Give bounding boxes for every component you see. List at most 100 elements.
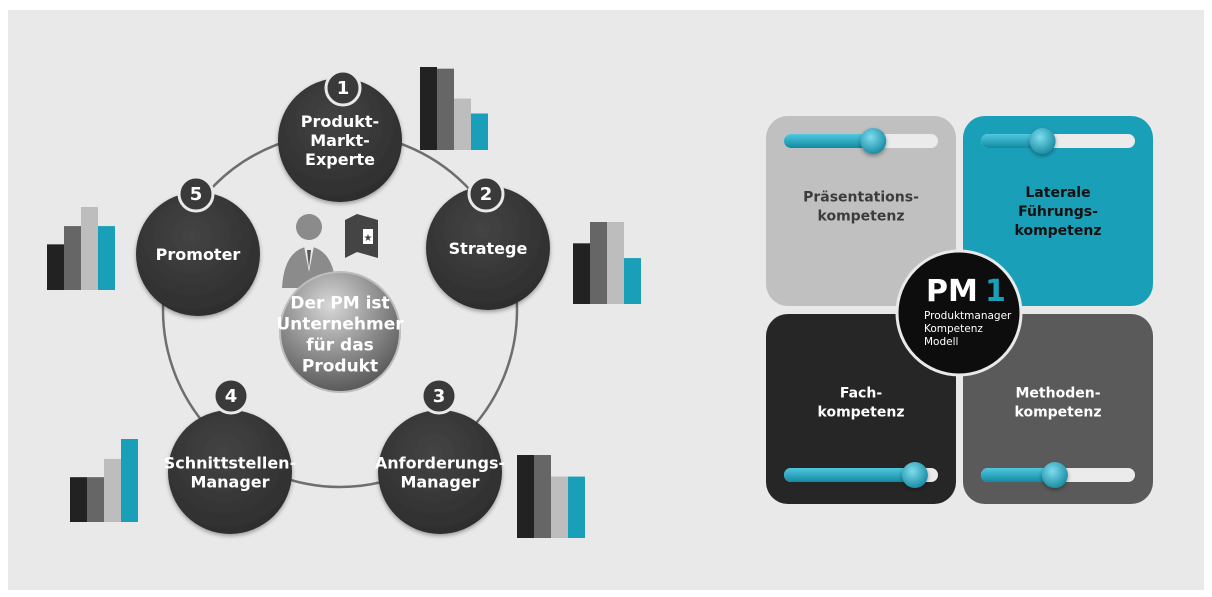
role-circle: [278, 78, 402, 202]
role-label: Produkt-Markt-Experte: [301, 112, 379, 169]
competency-slider[interactable]: [784, 128, 938, 154]
text-line: Produktmanager: [924, 310, 1012, 322]
pm-competency-infographic: 1Produkt-Markt-Experte2Stratege3Anforder…: [47, 67, 1153, 538]
text-line: Markt-: [310, 131, 370, 150]
role-bar: [420, 67, 437, 150]
role-bar: [471, 113, 488, 150]
svg-text:★: ★: [364, 233, 373, 244]
text-line: Unternehmer: [276, 315, 404, 335]
role-number: 3: [433, 386, 446, 407]
role-bar-chart-3: [517, 455, 585, 538]
role-bar: [64, 226, 81, 290]
competency-tile: [766, 116, 956, 306]
competency-label: Fach-kompetenz: [818, 386, 905, 421]
slider-knob[interactable]: [1041, 462, 1068, 488]
role-bar-chart-2: [573, 222, 641, 304]
competency-fach: Fach-kompetenz: [766, 314, 956, 504]
role-number: 1: [337, 78, 350, 99]
role-circle: [168, 410, 292, 534]
competency-slider[interactable]: [981, 128, 1135, 154]
role-bar: [104, 458, 121, 522]
role-bar: [70, 477, 87, 522]
role-circle: [136, 192, 260, 316]
competency-tile: [963, 314, 1153, 504]
logo-mark: PM: [926, 274, 978, 309]
competency-label: Methoden-kompetenz: [1015, 386, 1102, 421]
text-line: Führungs-: [1018, 204, 1098, 220]
slider-fill: [981, 134, 1043, 148]
text-line: Stratege: [449, 239, 528, 258]
role-bar: [454, 98, 471, 150]
logo-circle: [895, 249, 1023, 377]
competency-praesentation: Präsentations-kompetenz: [766, 116, 956, 306]
slider-knob[interactable]: [1029, 128, 1056, 154]
text-line: Kompetenz: [924, 323, 983, 335]
role-number-badge: [420, 377, 458, 415]
role-bar: [568, 476, 585, 538]
text-line: Der PM ist: [290, 294, 389, 314]
text-line: Schnittstellen-: [164, 454, 296, 473]
text-line: kompetenz: [1015, 405, 1102, 421]
text-line: Experte: [305, 150, 375, 169]
role-number-badge: [177, 175, 215, 213]
text-line: Laterale: [1025, 185, 1090, 201]
text-line: kompetenz: [818, 209, 905, 225]
role-label: Schnittstellen-Manager: [164, 454, 296, 492]
role-number-badge: [212, 377, 250, 415]
role-label: Stratege: [449, 239, 528, 258]
slider-fill: [784, 134, 874, 148]
role-label: Promoter: [156, 245, 241, 264]
text-line: Anforderungs-: [375, 454, 505, 473]
role-number: 4: [225, 386, 238, 407]
competency-label: Präsentations-kompetenz: [803, 190, 919, 225]
slider-knob[interactable]: [901, 462, 928, 488]
role-bar: [98, 226, 115, 290]
text-line: Manager: [400, 473, 479, 492]
slider-knob[interactable]: [860, 128, 887, 154]
role-bar: [551, 476, 568, 538]
role-bar-chart-4: [70, 439, 138, 522]
text-line: Produkt: [302, 357, 378, 377]
role-bar: [437, 68, 454, 150]
text-line: für das: [306, 336, 374, 356]
text-line: Produkt-: [301, 112, 379, 131]
role-circle: [426, 186, 550, 310]
role-bar: [590, 222, 607, 304]
competency-slider[interactable]: [784, 462, 938, 488]
role-bar: [573, 243, 590, 304]
role-bar: [81, 207, 98, 290]
role-bar: [47, 244, 64, 290]
text-line: Promoter: [156, 245, 241, 264]
role-bar: [121, 439, 138, 522]
role-bar-chart-1: [420, 67, 488, 150]
competency-tile: [766, 314, 956, 504]
text-line: Modell: [924, 336, 958, 348]
competency-slider[interactable]: [981, 462, 1135, 488]
text-line: kompetenz: [1015, 223, 1102, 239]
role-label: Anforderungs-Manager: [375, 454, 505, 492]
role-number: 2: [480, 184, 493, 205]
logo-mark-number: 1: [985, 274, 1006, 309]
role-number: 5: [190, 184, 203, 205]
text-line: Fach-: [840, 386, 882, 402]
slider-fill: [784, 468, 915, 482]
role-number-badge: [467, 175, 505, 213]
competency-methoden: Methoden-kompetenz: [963, 314, 1153, 504]
center-circle: [279, 271, 401, 393]
role-bar: [607, 222, 624, 304]
competency-tile: [963, 116, 1153, 306]
role-bar: [624, 258, 641, 304]
product-badge-icon: ★: [345, 214, 378, 258]
